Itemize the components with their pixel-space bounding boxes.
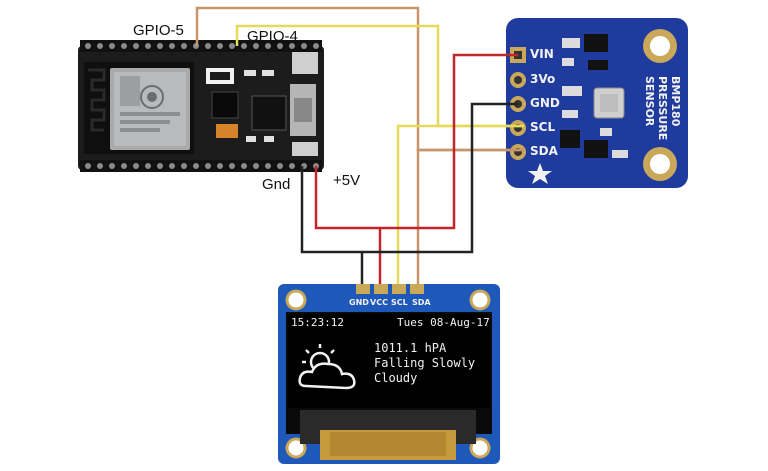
oled-pin-vcc: VCC xyxy=(370,298,388,307)
wire-sda xyxy=(416,148,524,284)
bmp180-pin-vin: VIN xyxy=(530,47,554,61)
bmp180-components xyxy=(560,34,628,158)
bmp180-title-2: PRESSURE xyxy=(656,76,669,141)
oled-module xyxy=(278,284,500,464)
esp32-components xyxy=(206,52,318,156)
oled-time: 15:23:12 xyxy=(291,316,344,329)
oled-pressure: 1011.1 hPA xyxy=(374,341,447,355)
wire-5v xyxy=(314,53,518,284)
wire-gnd xyxy=(300,102,518,284)
oled-trend: Falling Slowly xyxy=(374,356,476,370)
gpio5-label: GPIO-5 xyxy=(133,22,184,39)
oled-pin-gnd: GND xyxy=(349,298,369,307)
bmp180-title-1: BMP180 xyxy=(669,76,682,127)
bmp180-pin-gnd: GND xyxy=(530,96,560,110)
wire-scl xyxy=(396,124,524,284)
esp32-top-pins xyxy=(85,43,319,49)
oled-pin-sda: SDA xyxy=(412,298,431,307)
bmp180-pin-3vo: 3Vo xyxy=(530,72,556,86)
esp32-board xyxy=(78,40,324,172)
5v-label: +5V xyxy=(333,172,361,189)
oled-date: Tues 08-Aug-17 xyxy=(397,316,490,329)
bmp180-pin-scl: SCL xyxy=(530,120,556,134)
cloudy-sun-icon xyxy=(298,344,356,390)
oled-pin-pads xyxy=(356,284,424,294)
esp32-top-header xyxy=(80,40,322,52)
oled-pin-scl: SCL xyxy=(391,298,408,307)
gpio4-label: GPIO-4 xyxy=(247,28,298,45)
bmp180-title-3: SENSOR xyxy=(643,76,656,127)
gnd-label: Gnd xyxy=(262,176,291,193)
esp32-bottom-pins xyxy=(85,163,319,169)
adafruit-star-icon xyxy=(528,163,552,184)
esp32-wroom-module xyxy=(84,62,194,154)
bmp180-pin-sda: SDA xyxy=(530,144,558,158)
oled-condition: Cloudy xyxy=(374,371,418,385)
